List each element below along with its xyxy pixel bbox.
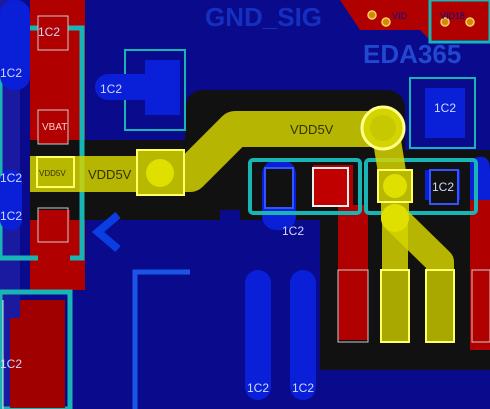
bottom-trace[interactable] (290, 270, 316, 400)
bottom-trace[interactable] (0, 170, 22, 230)
net-label-eda365: EDA365 (363, 39, 461, 69)
vdd5v-pad[interactable] (136, 149, 185, 196)
pad-outline (37, 109, 69, 145)
vdd5v-pad[interactable] (380, 269, 410, 343)
silk-outline-top-right (428, 0, 490, 44)
bottom-pad[interactable] (425, 88, 465, 138)
silk-component-outline (409, 77, 476, 149)
pad-outline (471, 269, 490, 343)
net-label-ic2: 1C2 (432, 180, 454, 194)
net-label-ic2: 1C2 (0, 357, 22, 371)
bottom-trace[interactable] (0, 0, 30, 90)
vdd5v-pad[interactable] (425, 269, 455, 343)
top-pad[interactable] (338, 205, 368, 340)
net-label-vdd5v-main: VDD5V (290, 122, 334, 137)
top-pad[interactable] (38, 18, 68, 50)
pad[interactable] (312, 167, 349, 207)
net-label-ic2: 1C2 (0, 209, 22, 223)
bottom-trace[interactable] (95, 74, 175, 100)
vdd5v-trace[interactable] (30, 111, 385, 192)
top-pad[interactable] (38, 108, 68, 144)
bottom-trace[interactable] (245, 270, 271, 400)
net-label-vbat: VBAT (42, 122, 67, 133)
via[interactable] (465, 17, 475, 27)
via[interactable] (381, 17, 391, 27)
top-pad[interactable] (38, 210, 70, 265)
net-label-ic2: 1C2 (282, 224, 304, 238)
net-label-ic2: 1C2 (292, 381, 314, 395)
silk-component-outline (248, 158, 362, 215)
copper-pour-top-right[interactable] (340, 0, 490, 40)
net-label-ic2: 1C2 (38, 25, 60, 39)
top-pad[interactable] (10, 318, 65, 408)
pad-outline (37, 15, 69, 51)
net-label-ic2: 1C2 (100, 82, 122, 96)
via[interactable] (440, 17, 450, 27)
via[interactable] (367, 10, 377, 20)
net-label-ic2: 1C2 (0, 66, 22, 80)
net-label-gnd-sig: GND_SIG (205, 2, 322, 32)
bottom-trace-line[interactable] (132, 269, 190, 409)
silk-component-outline (364, 158, 478, 215)
pad[interactable] (429, 169, 459, 205)
net-label-ic2: 1C2 (434, 101, 456, 115)
vdd5v-pad-dot (383, 174, 407, 198)
bottom-trace-arc[interactable] (470, 156, 490, 208)
pad[interactable] (264, 167, 294, 209)
vdd5v-via-inner (370, 115, 396, 141)
silk-outline-left-lower (0, 289, 73, 409)
vdd5v-pad-dot (146, 159, 174, 187)
net-label-vdd5v-small: VDD5V (39, 169, 66, 178)
vdd5v-pad[interactable] (36, 156, 75, 188)
bottom-trace-arrow[interactable] (91, 211, 121, 253)
top-pad[interactable] (470, 200, 490, 350)
net-label-ic2: 1C2 (247, 381, 269, 395)
net-label-ic2: 1C2 (0, 171, 22, 185)
pad-outline (37, 207, 69, 243)
vdd5v-via[interactable] (381, 204, 409, 232)
net-label-vdd5v-left: VDD5V (88, 167, 132, 182)
pad-outline (337, 269, 369, 343)
net-label-vid: VID (392, 11, 408, 21)
net-label-vid18: VID18 (440, 11, 465, 21)
